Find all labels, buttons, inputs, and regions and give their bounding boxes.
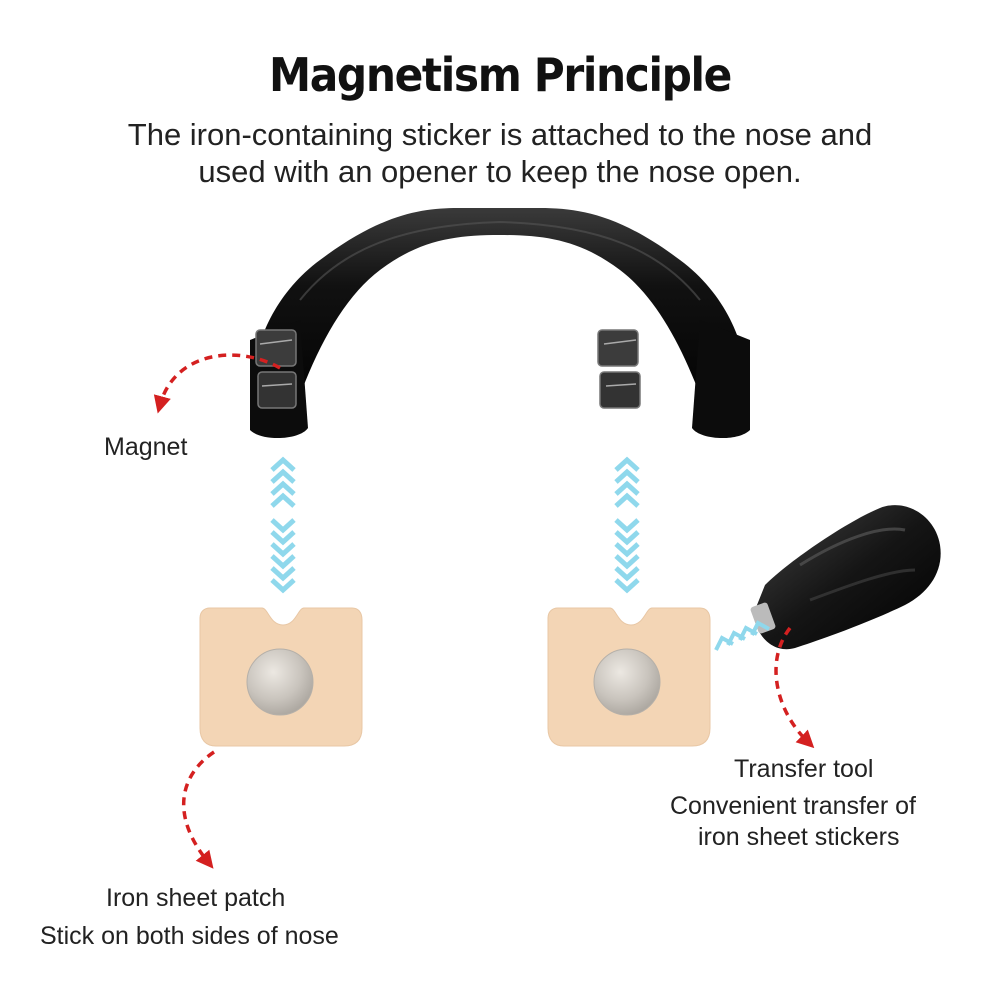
transfer-pointer-arrow [774, 626, 815, 749]
transfer-tool [750, 505, 941, 650]
patch-right [547, 607, 711, 747]
magnet-pointer-arrow [153, 353, 281, 414]
magnet-label: Magnet [104, 433, 188, 461]
patch-right-metal-disc [593, 648, 661, 716]
transfer-desc-line-1: Convenient transfer of [670, 792, 916, 820]
page-subtitle: The iron-containing sticker is attached … [0, 116, 1000, 190]
transfer-arrow [714, 620, 770, 651]
page-title: Magnetism Principle [269, 48, 732, 102]
nose-clip-band [253, 208, 747, 430]
transfer-desc-line-2: iron sheet stickers [698, 823, 900, 851]
magnet-left [250, 320, 308, 439]
attraction-arrow-right [614, 456, 640, 594]
nose-clip [250, 208, 750, 439]
subtitle-line-2: used with an opener to keep the nose ope… [198, 154, 802, 189]
patch-label: Iron sheet patch [106, 884, 286, 912]
patch-description: Stick on both sides of nose [40, 922, 339, 950]
patch-pointer-arrow [182, 750, 215, 869]
patch-left-metal-disc [246, 648, 314, 716]
magnet-right [597, 320, 750, 439]
subtitle-line-1: The iron-containing sticker is attached … [127, 117, 873, 152]
patch-left [199, 607, 363, 747]
attraction-arrow-left [270, 456, 296, 594]
transfer-tool-label: Transfer tool [734, 755, 874, 783]
